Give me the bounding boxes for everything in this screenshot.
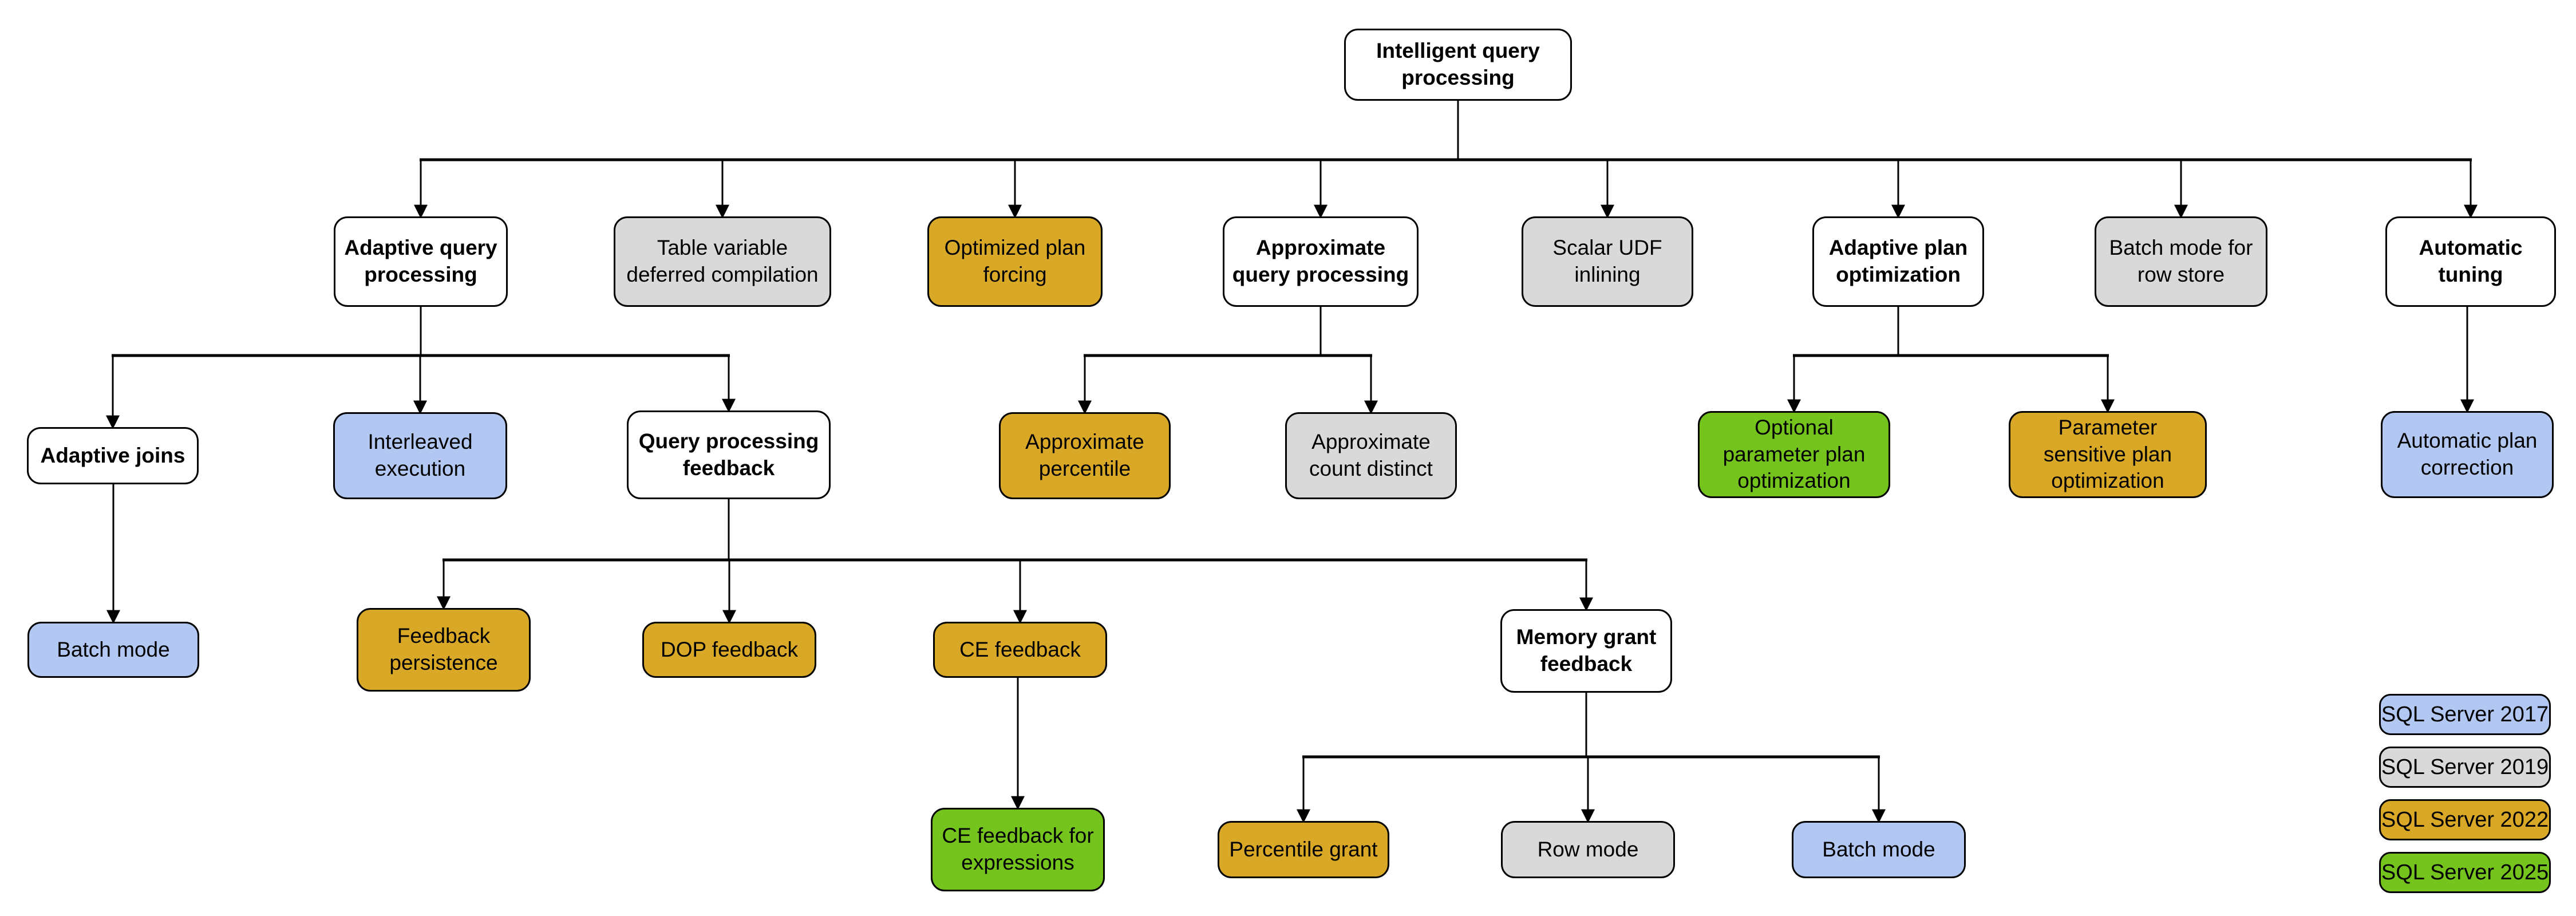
node-label: Adaptive joins [40, 443, 185, 467]
node-label: Batch mode [57, 637, 170, 661]
diagram-node-dop: DOP feedback [642, 622, 816, 678]
diagram-node-ie: Interleaved execution [333, 412, 507, 499]
node-label: Approximate query processing [1232, 236, 1409, 286]
node-label: CE feedback for expressions [942, 824, 1094, 874]
diagram-node-cefe: CE feedback for expressions [931, 808, 1105, 891]
diagram-node-bm2: Batch mode [1792, 821, 1966, 878]
node-label: Query processing feedback [638, 429, 819, 480]
node-label: Feedback persistence [389, 624, 498, 674]
diagram-node-apo: Adaptive plan optimization [1812, 216, 1984, 307]
diagram-node-fp: Feedback persistence [357, 608, 531, 692]
diagram-node-qpf: Query processing feedback [627, 410, 831, 499]
node-label: Adaptive plan optimization [1828, 236, 1968, 286]
legend-item-2022: SQL Server 2022 [2379, 799, 2551, 840]
node-label: Batch mode [1822, 837, 1935, 861]
legend-item-2019: SQL Server 2019 [2379, 747, 2551, 788]
diagram-node-cef: CE feedback [933, 622, 1107, 678]
node-label: Intelligent query processing [1376, 39, 1540, 89]
diagram-node-rm: Row mode [1501, 821, 1675, 878]
node-label: Optional parameter plan optimization [1722, 416, 1866, 493]
node-label: Percentile grant [1229, 837, 1378, 861]
legend-label: SQL Server 2022 [2381, 807, 2549, 832]
diagram-node-approx-qp: Approximate query processing [1223, 216, 1419, 307]
diagram-node-at: Automatic tuning [2385, 216, 2556, 307]
diagram-node-oppo: Optional parameter plan optimization [1698, 411, 1890, 498]
node-label: Scalar UDF inlining [1552, 236, 1662, 286]
node-label: CE feedback [959, 637, 1081, 661]
node-label: Automatic plan correction [2397, 429, 2538, 479]
node-label: Memory grant feedback [1516, 625, 1657, 676]
node-label: Approximate percentile [1025, 430, 1144, 480]
diagram-node-iqp: Intelligent query processing [1344, 29, 1572, 101]
node-label: Parameter sensitive plan optimization [2043, 416, 2172, 493]
diagram-node-pspo: Parameter sensitive plan optimization [2009, 411, 2207, 498]
node-label: Batch mode for row store [2109, 236, 2253, 286]
node-label: Interleaved execution [368, 430, 473, 480]
node-label: Table variable deferred compilation [626, 236, 819, 286]
legend-label: SQL Server 2017 [2381, 702, 2549, 727]
diagram-node-aj: Adaptive joins [27, 427, 199, 484]
legend-label: SQL Server 2019 [2381, 755, 2549, 779]
diagram-node-opf: Optimized plan forcing [927, 216, 1103, 307]
diagram-node-ap: Approximate percentile [999, 412, 1171, 499]
legend-item-2025: SQL Server 2025 [2379, 852, 2551, 893]
legend-item-2017: SQL Server 2017 [2379, 694, 2551, 735]
diagram-node-tvdc: Table variable deferred compilation [614, 216, 831, 307]
node-label: Row mode [1537, 837, 1639, 861]
diagram-node-sudf: Scalar UDF inlining [1522, 216, 1693, 307]
diagram-node-mgf: Memory grant feedback [1500, 609, 1672, 693]
diagram-node-aqp: Adaptive query processing [334, 216, 508, 307]
node-label: Automatic tuning [2419, 236, 2523, 286]
node-label: Adaptive query processing [344, 236, 497, 286]
legend-label: SQL Server 2025 [2381, 860, 2549, 885]
diagram-node-pg: Percentile grant [1218, 821, 1389, 878]
diagram-node-acd: Approximate count distinct [1285, 412, 1457, 499]
diagram-node-bm1: Batch mode [27, 622, 199, 678]
node-label: Optimized plan forcing [944, 236, 1086, 286]
node-label: Approximate count distinct [1309, 430, 1433, 480]
node-label: DOP feedback [661, 637, 798, 661]
diagram-node-apc: Automatic plan correction [2381, 411, 2554, 498]
diagram-node-bmrs: Batch mode for row store [2095, 216, 2267, 307]
